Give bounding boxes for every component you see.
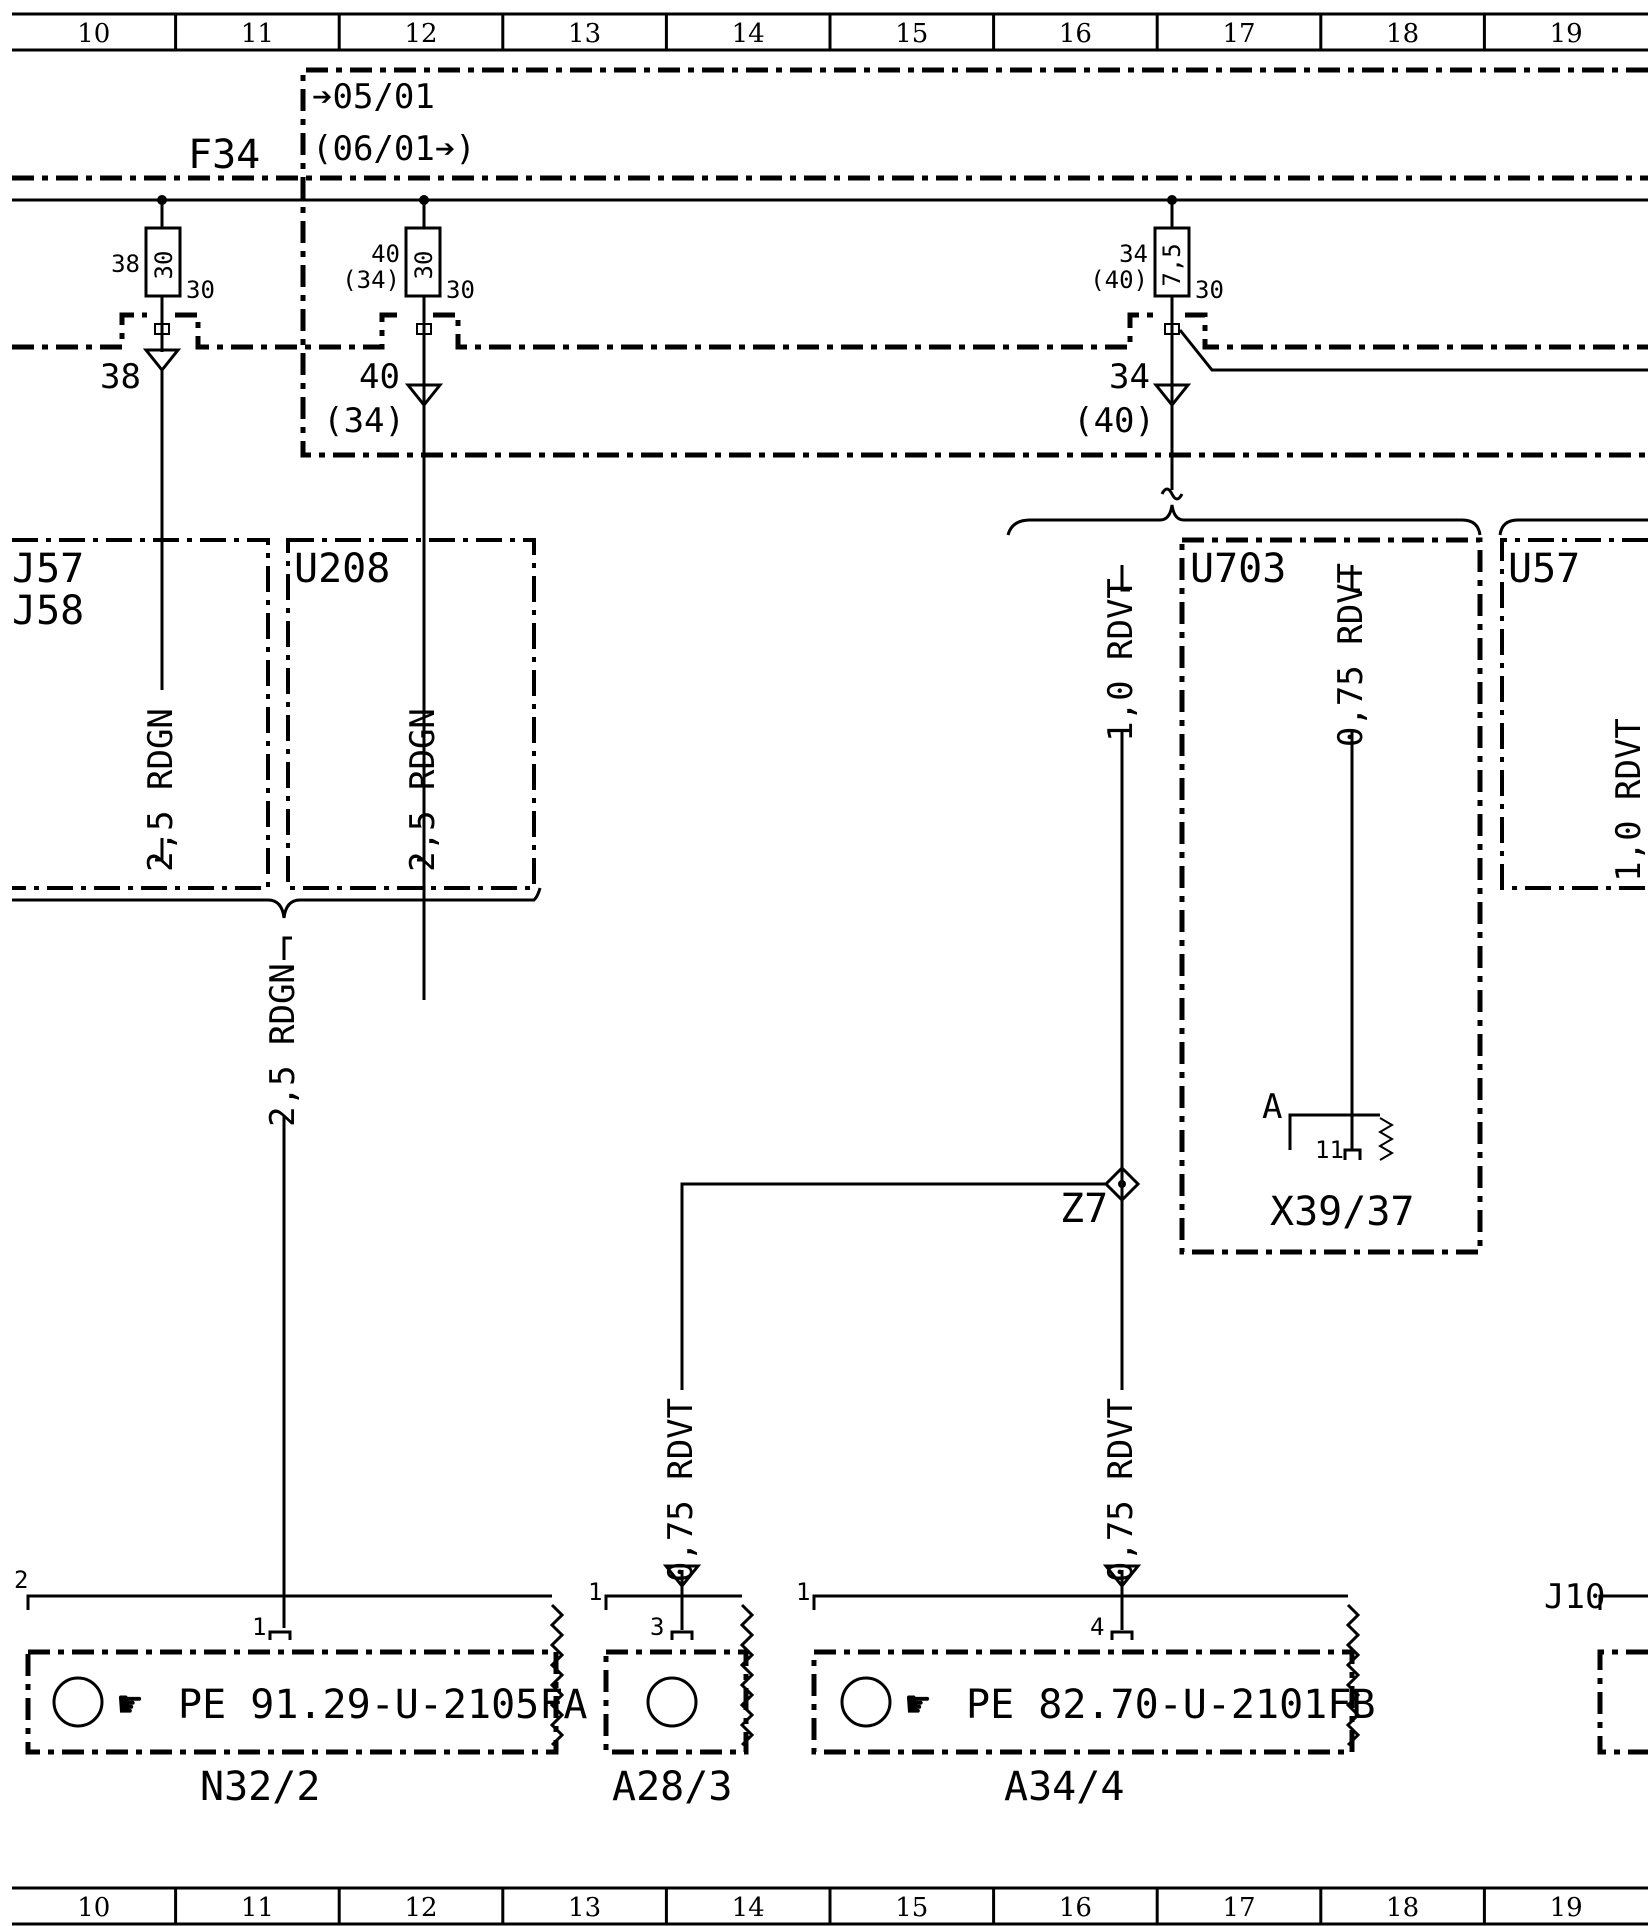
n32-name: N32/2	[200, 1764, 320, 1810]
component-edge-zigzags	[549, 1603, 1361, 1747]
ruler-bottom-col-19: 19	[1550, 1893, 1583, 1923]
column-ruler-top: 10 11 12 13 14 15 16 17 18 19	[12, 12, 1648, 52]
connector-x39-37: A 11 X39/37	[1262, 1087, 1415, 1235]
ruler-bottom-col-13: 13	[568, 1893, 601, 1923]
component-a28-3: 1 3 A28/3	[588, 1578, 749, 1810]
ruler-top-col-10: 10	[77, 19, 110, 49]
fuse-40-alt: (34)	[342, 266, 400, 294]
options-brace-u57	[1498, 518, 1648, 536]
conn-40-alt: (34)	[323, 401, 405, 441]
fuse-40: 30 40 (34) 30 40 (34)	[323, 195, 475, 1000]
ruler-top-col-14: 14	[732, 19, 765, 49]
fuse-38: 30 38 30 38	[100, 195, 215, 397]
x39-letter: A	[1262, 1087, 1282, 1127]
ruler-top-col-11: 11	[241, 19, 274, 49]
fuse-34-pin: 30	[1195, 276, 1224, 304]
ruler-bottom-col-17: 17	[1222, 1893, 1255, 1923]
n32-corner: 2	[14, 1566, 28, 1594]
wire-a28-label: 0,75 RDVT	[661, 1398, 701, 1582]
a28-ecu-icon	[646, 1676, 698, 1728]
ruler-top-col-16: 16	[1059, 19, 1092, 49]
option-u208-label: U208	[294, 546, 390, 592]
a34-corner: 1	[796, 1578, 810, 1606]
ruler-bottom-col-18: 18	[1386, 1893, 1419, 1923]
a34-pin: 4	[1090, 1613, 1104, 1641]
wire-merged-label: 2,5 RDGN	[263, 963, 303, 1127]
fuse-38-number: 38	[111, 250, 140, 278]
fuse-40-pin: 30	[446, 276, 475, 304]
j10-corner: J10	[1544, 1577, 1605, 1617]
fuse-34-number: 34	[1119, 240, 1148, 268]
fuse-38-pin: 30	[186, 276, 215, 304]
conn-34-label: 34	[1109, 357, 1150, 397]
ruler-top-col-15: 15	[895, 19, 928, 49]
n32-ref: PE 91.29-U-2105FA	[178, 1682, 587, 1728]
component-a34-4: 1 4 ☛ PE 82.70-U-2101FB A34/4	[796, 1578, 1375, 1810]
fuse-38-rating: 30	[150, 251, 178, 280]
splice-label: Z7	[1060, 1186, 1108, 1232]
ruler-top-col-13: 13	[568, 19, 601, 49]
ruler-bottom-col-12: 12	[404, 1893, 437, 1923]
options-brace-right	[1006, 504, 1482, 536]
option-box-u57	[1500, 538, 1648, 890]
splice-z7: Z7	[1060, 1165, 1141, 1232]
a34-name: A34/4	[1004, 1764, 1124, 1810]
conn-38-label: 38	[100, 357, 141, 397]
ruler-bottom-col-10: 10	[77, 1893, 110, 1923]
option-box-u208	[286, 538, 536, 890]
column-ruler-bottom: 10 11 12 13 14 15 16 17 18 19	[12, 1886, 1648, 1926]
branch-wire	[1178, 329, 1648, 372]
option-u703-label: U703	[1190, 546, 1286, 592]
a34-hand-icon: ☛	[906, 1682, 930, 1728]
ruler-top-col-18: 18	[1386, 19, 1419, 49]
fuse-34-rating: 7,5	[1158, 243, 1186, 286]
fuse-40-number: 40	[371, 240, 400, 268]
a28-corner: 1	[588, 1578, 602, 1606]
date-range-box	[300, 67, 1648, 458]
date-from-label: ➔05/01	[312, 77, 435, 117]
wire-main-label: 1,0 RDVT	[1101, 578, 1141, 742]
option-box-u703	[1179, 537, 1483, 1255]
wire-a34-label: 0,75 RDVT	[1101, 1398, 1141, 1582]
ruler-top-col-17: 17	[1222, 19, 1255, 49]
n32-ecu-icon	[52, 1676, 104, 1728]
conn-34-alt: (40)	[1073, 401, 1155, 441]
a28-pin: 3	[650, 1613, 664, 1641]
component-n32-2: 2 1 ☛ PE 91.29-U-2105FA N32/2	[14, 1566, 587, 1810]
fuse-34-alt: (40)	[1090, 266, 1148, 294]
x39-name: X39/37	[1270, 1189, 1415, 1235]
ruler-bottom-col-11: 11	[241, 1893, 274, 1923]
ruler-top-col-12: 12	[404, 19, 437, 49]
options-brace-left	[12, 887, 542, 919]
n32-pin: 1	[252, 1613, 266, 1641]
x39-pin: 11	[1315, 1136, 1344, 1164]
option-box-j57	[12, 538, 270, 890]
ruler-bottom-col-16: 16	[1059, 1893, 1092, 1923]
n32-hand-icon: ☛	[118, 1682, 142, 1728]
date-to-label: (06/01➔)	[312, 129, 476, 169]
a34-ecu-icon	[840, 1676, 892, 1728]
fuse-40-rating: 30	[410, 251, 438, 280]
wire-u703-label: 0,75 RDVT	[1331, 563, 1371, 747]
fuse-34: 7,5 34 (40) 30 34 (40)	[1073, 195, 1224, 501]
ruler-bottom-col-14: 14	[732, 1893, 765, 1923]
fuse-connector-line	[12, 312, 1648, 350]
option-u57-label: U57	[1508, 546, 1580, 592]
a34-ref: PE 82.70-U-2101FB	[966, 1682, 1375, 1728]
bus-label: F34	[188, 132, 260, 178]
wire-u57-label: 1,0 RDVT	[1609, 718, 1648, 882]
ruler-top-col-19: 19	[1550, 19, 1583, 49]
component-j10: J10	[1544, 1577, 1648, 1755]
a28-name: A28/3	[612, 1764, 732, 1810]
ruler-bottom-col-15: 15	[895, 1893, 928, 1923]
conn-40-label: 40	[359, 357, 400, 397]
